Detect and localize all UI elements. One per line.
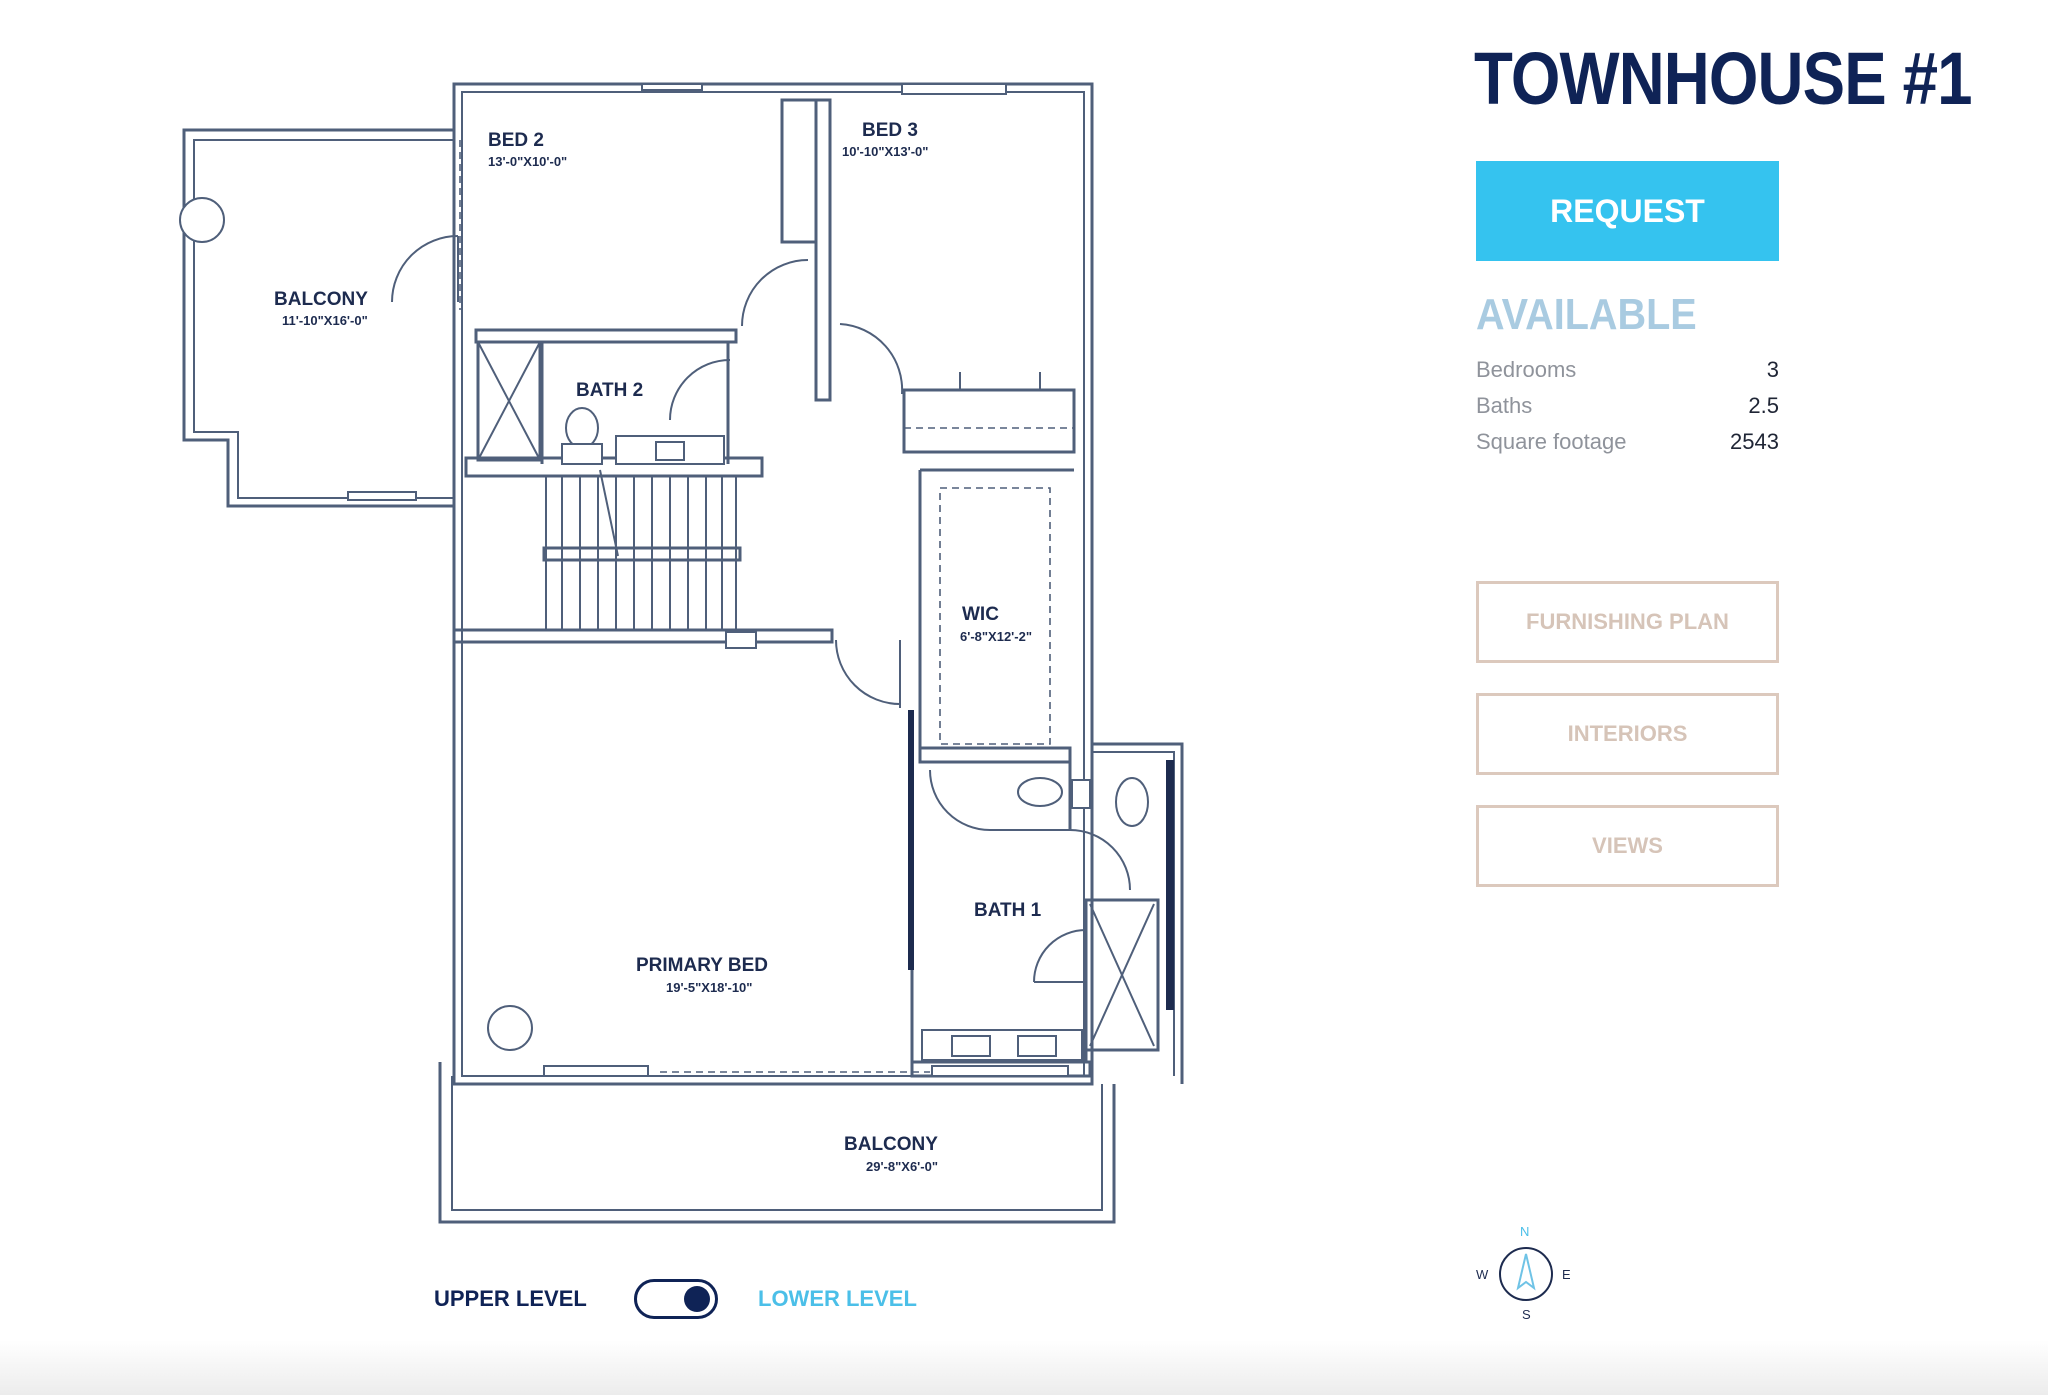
- room-bed2-dims: 13'-0"X10'-0": [488, 154, 567, 169]
- stat-label: Bedrooms: [1476, 357, 1577, 382]
- room-west-balcony-name: BALCONY: [274, 289, 368, 310]
- stat-row-bedrooms: Bedrooms 3: [1476, 352, 1779, 388]
- bottom-shadow-bar: [0, 1340, 2048, 1395]
- room-west-balcony-label: BALCONY 11'-10"X16'-0": [274, 289, 368, 328]
- south-balcony-outline: [438, 1062, 1116, 1224]
- compass-east: E: [1562, 1267, 1570, 1282]
- west-balcony-outline: [179, 128, 454, 508]
- stat-value: 2.5: [1748, 393, 1779, 418]
- room-bed3-label: BED 3 10'-10"X13'-0": [842, 120, 928, 159]
- compass-icon: N E S W: [1476, 1224, 1570, 1322]
- level-toggle-switch[interactable]: [634, 1279, 718, 1319]
- room-south-balcony-label: BALCONY 29'-8"X6'-0": [844, 1134, 938, 1174]
- availability-status: AVAILABLE: [1476, 290, 1697, 339]
- interiors-button[interactable]: INTERIORS: [1476, 693, 1779, 775]
- furnishing-plan-button[interactable]: FURNISHING PLAN: [1476, 581, 1779, 663]
- compass-west: W: [1476, 1267, 1489, 1282]
- floor-plan: BED 2 13'-0"X10'-0" BED 3 10'-10"X13'-0"…: [179, 82, 1184, 1224]
- room-west-balcony-dims: 11'-10"X16'-0": [282, 313, 368, 328]
- stat-label: Baths: [1476, 393, 1533, 418]
- room-bed3-dims: 10'-10"X13'-0": [842, 144, 928, 159]
- stat-row-square-footage: Square footage 2543: [1476, 424, 1779, 460]
- compass-north: N: [1520, 1224, 1529, 1239]
- upper-level-label[interactable]: UPPER LEVEL: [434, 1286, 587, 1311]
- stat-value: 2543: [1730, 429, 1779, 454]
- stair-treads: [561, 475, 723, 630]
- room-wic-label: WIC 6'-8"X12'-2": [960, 604, 1032, 644]
- stat-value: 3: [1766, 357, 1779, 382]
- request-button[interactable]: REQUEST: [1476, 161, 1779, 261]
- room-primary-bed-name: PRIMARY BED: [636, 955, 768, 976]
- compass-south: S: [1522, 1307, 1531, 1322]
- room-bath2-name: BATH 2: [576, 380, 643, 401]
- room-primary-bed-dims: 19'-5"X18'-10": [666, 980, 752, 995]
- room-bed2-label: BED 2 13'-0"X10'-0": [488, 130, 567, 169]
- views-button[interactable]: VIEWS: [1476, 805, 1779, 887]
- room-south-balcony-name: BALCONY: [844, 1134, 938, 1155]
- interior-walls: [452, 98, 1174, 1078]
- room-bath1-name: BATH 1: [974, 900, 1042, 921]
- fixtures: [487, 407, 1149, 1061]
- room-wic-name: WIC: [962, 604, 999, 625]
- stat-label: Square footage: [1476, 429, 1627, 454]
- room-bed3-name: BED 3: [862, 120, 918, 141]
- room-bed2-name: BED 2: [488, 130, 544, 151]
- page-title: TOWNHOUSE #1: [1474, 37, 1973, 120]
- exterior-walls: [452, 82, 1184, 1086]
- room-south-balcony-dims: 29'-8"X6'-0": [866, 1159, 938, 1174]
- lower-level-label[interactable]: LOWER LEVEL: [758, 1286, 917, 1311]
- unit-stats: Bedrooms 3 Baths 2.5 Square footage 2543: [1476, 352, 1779, 460]
- toggle-knob: [684, 1286, 710, 1312]
- room-wic-dims: 6'-8"X12'-2": [960, 629, 1032, 644]
- room-primary-bed-label: PRIMARY BED 19'-5"X18'-10": [636, 955, 768, 995]
- stat-row-baths: Baths 2.5: [1476, 388, 1779, 424]
- door-swings: [391, 235, 1131, 983]
